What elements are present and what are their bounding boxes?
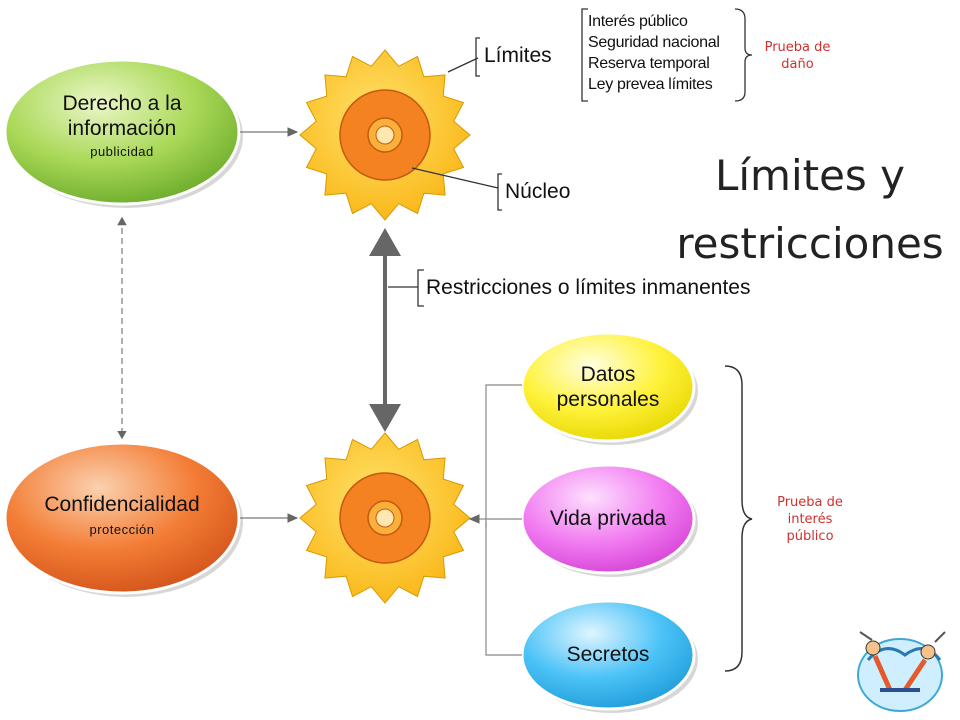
datos-node: Datos personales: [523, 362, 693, 412]
title-line-2: restricciones: [676, 219, 944, 268]
prueba-interes-line-2: interés: [787, 512, 833, 527]
gear-top-icon: [299, 49, 471, 221]
derecho-node: Derecho a la información publicidad: [22, 91, 222, 163]
limits-list-brace-right: [734, 8, 753, 102]
confidencialidad-node: Confidencialidad protección: [12, 492, 232, 543]
confidencialidad-title: Confidencialidad: [44, 493, 200, 516]
restricciones-label: Restricciones o límites inmanentes: [426, 276, 751, 299]
prueba-dano-line-2: daño: [781, 57, 814, 72]
restricciones-callout: [388, 269, 424, 307]
prueba-interes: Prueba de interés público: [765, 494, 855, 545]
datos-line-2: personales: [556, 388, 660, 411]
right-brace: [724, 365, 753, 672]
datos-line-1: Datos: [580, 363, 636, 386]
confidencialidad-sub: protección: [89, 522, 155, 537]
derecho-title-1: Derecho a la: [62, 92, 182, 115]
derecho-ellipse: [3, 58, 241, 206]
prueba-interes-line-3: público: [786, 529, 834, 544]
prueba-dano: Prueba de daño: [755, 39, 840, 73]
limits-item: Ley prevea límites: [588, 76, 713, 93]
limits-list: Interés público Seguridad nacional Reser…: [588, 11, 720, 95]
gear-bottom-icon: [299, 432, 471, 604]
title-line-1: Límites y: [714, 151, 906, 200]
limits-item: Interés público: [588, 13, 688, 30]
prueba-dano-line-1: Prueba de: [764, 40, 831, 55]
limites-label: Límites: [484, 44, 552, 67]
ellipses-connector: [485, 384, 522, 656]
derecho-title-2: información: [67, 117, 177, 140]
nucleo-callout: [411, 167, 502, 211]
confidencialidad-ellipse: [3, 441, 241, 595]
limits-item: Seguridad nacional: [588, 34, 720, 51]
secretos-node: Secretos: [566, 643, 650, 666]
vida-node: Vida privada: [549, 507, 667, 530]
derecho-sub: publicidad: [90, 144, 154, 159]
nucleo-label: Núcleo: [505, 180, 571, 203]
limits-list-brace-left: [581, 8, 588, 102]
limits-item: Reserva temporal: [588, 55, 710, 72]
prueba-interes-line-1: Prueba de: [777, 495, 843, 510]
slide-title: Límites y restricciones: [660, 146, 960, 274]
datos-ellipse: [520, 331, 696, 443]
cartoon-figure-icon: [857, 631, 946, 712]
limites-callout: [447, 37, 480, 77]
